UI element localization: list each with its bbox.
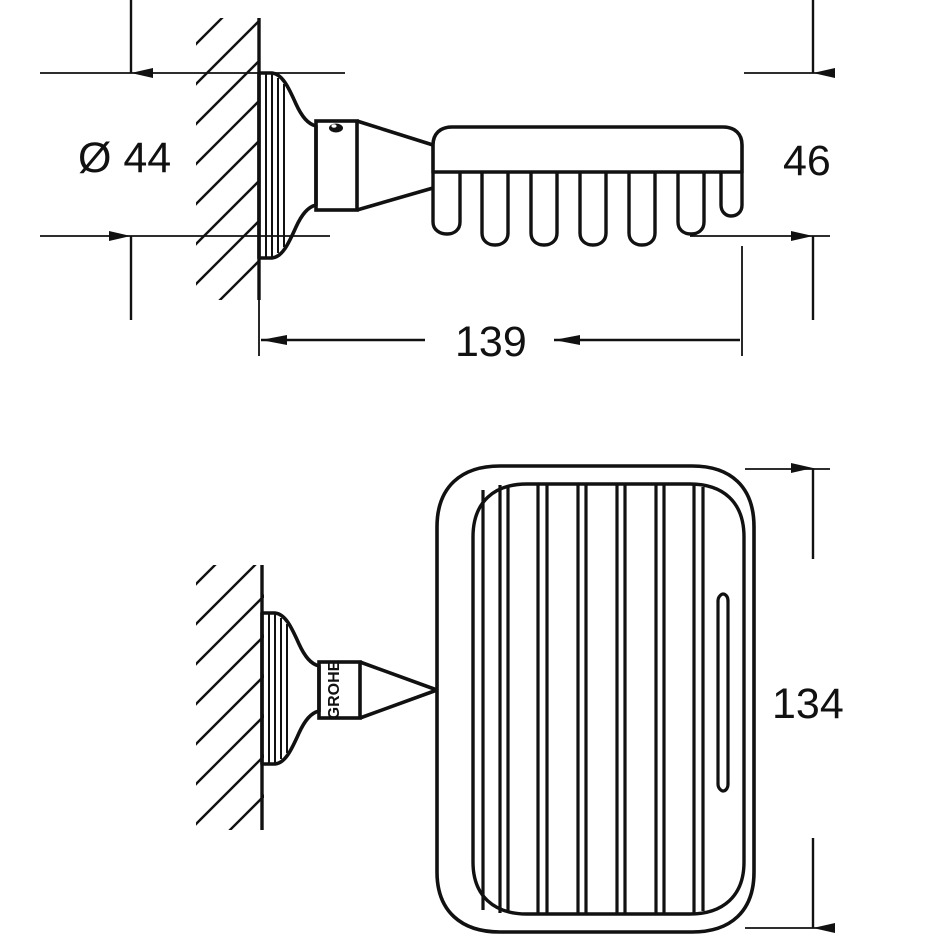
extension-lines-side-view [40,72,830,356]
dimension-label-width: 134 [772,680,844,728]
dimension-label-height: 46 [783,137,831,185]
front-elevation-view: GROHE [196,463,844,934]
bracket-collar-front [317,660,362,720]
rosette-ribs-front [268,614,288,763]
basket-wire-rods [481,485,705,913]
side-elevation-view: Ø 44 46 139 [40,0,835,366]
rosette-bracket-front [260,611,321,766]
bracket-collar [314,119,359,212]
dimension-diameter-44: Ø 44 [78,0,171,320]
svg-text:GROHE: GROHE [326,660,343,719]
basket-outer-frame [435,464,756,934]
dimension-length-139: 139 [261,318,740,366]
wall-hatching-front [196,565,264,830]
basket-rail-side [431,125,744,174]
bracket-arm [356,119,434,212]
basket-tines [431,172,744,247]
dimension-label-diameter: Ø 44 [78,134,171,182]
grohe-logo-icon [329,123,343,133]
rosette-ribs [265,74,285,257]
grohe-logo-icon-front: GROHE [326,660,343,719]
wall-hatching [196,18,260,300]
dimension-width-134: 134 [772,463,844,933]
rosette-bracket [257,71,318,260]
bracket-arm-front [359,660,438,720]
dimension-height-46: 46 [783,0,835,320]
dimension-label-length: 139 [455,318,527,366]
basket-side-handle-wire [716,592,730,793]
